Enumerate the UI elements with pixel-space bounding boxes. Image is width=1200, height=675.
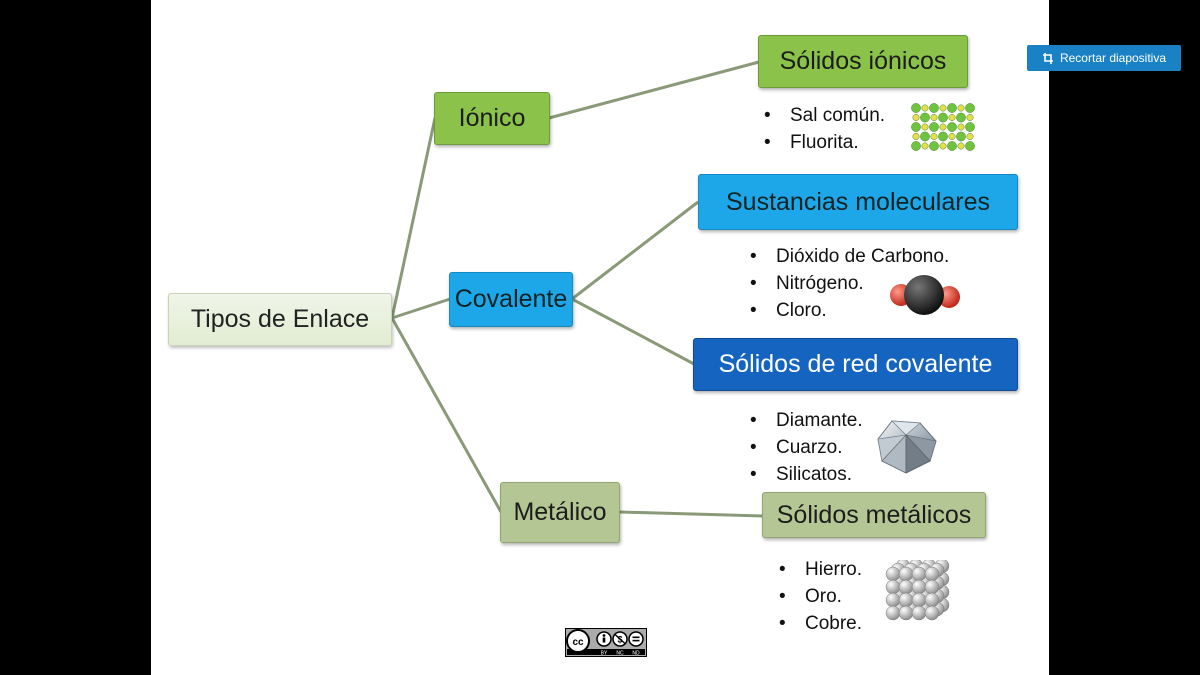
node-ionic: Iónico — [434, 92, 550, 145]
cc-by-nc-nd-icon: cc $ BY NC ND — [565, 628, 647, 657]
list-molecular-examples: Dióxido de Carbono. Nitrógeno. Cloro. — [750, 243, 949, 324]
list-item: Dióxido de Carbono. — [750, 243, 949, 270]
connector-metallic-solids — [619, 510, 764, 518]
list-item: Diamante. — [750, 407, 863, 434]
list-item: Fluorita. — [764, 129, 885, 156]
cc-by-text: BY — [601, 651, 608, 657]
node-covalent-network-solids: Sólidos de red covalente — [693, 338, 1018, 391]
list-item: Oro. — [779, 583, 862, 610]
node-molecular-substances: Sustancias moleculares — [698, 174, 1018, 230]
cc-nc-text: NC — [616, 651, 624, 657]
crop-slide-label: Recortar diapositiva — [1059, 51, 1167, 65]
crop-slide-icon — [1042, 52, 1053, 64]
list-item: Silicatos. — [750, 461, 863, 488]
list-item: Cuarzo. — [750, 434, 863, 461]
connector-root-covalent — [391, 297, 451, 320]
list-ionic-examples: Sal común. Fluorita. — [764, 102, 885, 156]
connector-ionic-solids — [548, 60, 760, 120]
node-metallic: Metálico — [500, 482, 620, 543]
list-item: Nitrógeno. — [750, 270, 949, 297]
connector-root-metallic — [390, 317, 503, 513]
connector-root-ionic — [390, 117, 437, 319]
node-metallic-solids: Sólidos metálicos — [762, 492, 986, 538]
list-item: Hierro. — [779, 556, 862, 583]
list-network-examples: Diamante. Cuarzo. Silicatos. — [750, 407, 863, 488]
node-root: Tipos de Enlace — [168, 293, 392, 346]
list-item: Cloro. — [750, 297, 949, 324]
diamond-icon — [877, 420, 937, 474]
node-ionic-solids: Sólidos iónicos — [758, 35, 968, 88]
connector-covalent-network — [571, 297, 695, 366]
connector-covalent-molecular — [571, 200, 699, 301]
cc-text: cc — [572, 637, 584, 648]
node-covalent: Covalente — [449, 272, 573, 327]
diagram-connectors — [390, 60, 764, 518]
list-item: Cobre. — [779, 610, 862, 637]
cc-nd-text: ND — [632, 651, 640, 657]
co2-molecule-icon — [890, 275, 960, 315]
metal-lattice-icon — [885, 560, 950, 621]
ionic-lattice-icon — [911, 103, 975, 151]
list-item: Sal común. — [764, 102, 885, 129]
crop-slide-button[interactable]: Recortar diapositiva — [1027, 45, 1181, 71]
list-metallic-examples: Hierro. Oro. Cobre. — [779, 556, 862, 637]
slide: Tipos de Enlace Iónico Covalente Metálic… — [151, 0, 1049, 675]
